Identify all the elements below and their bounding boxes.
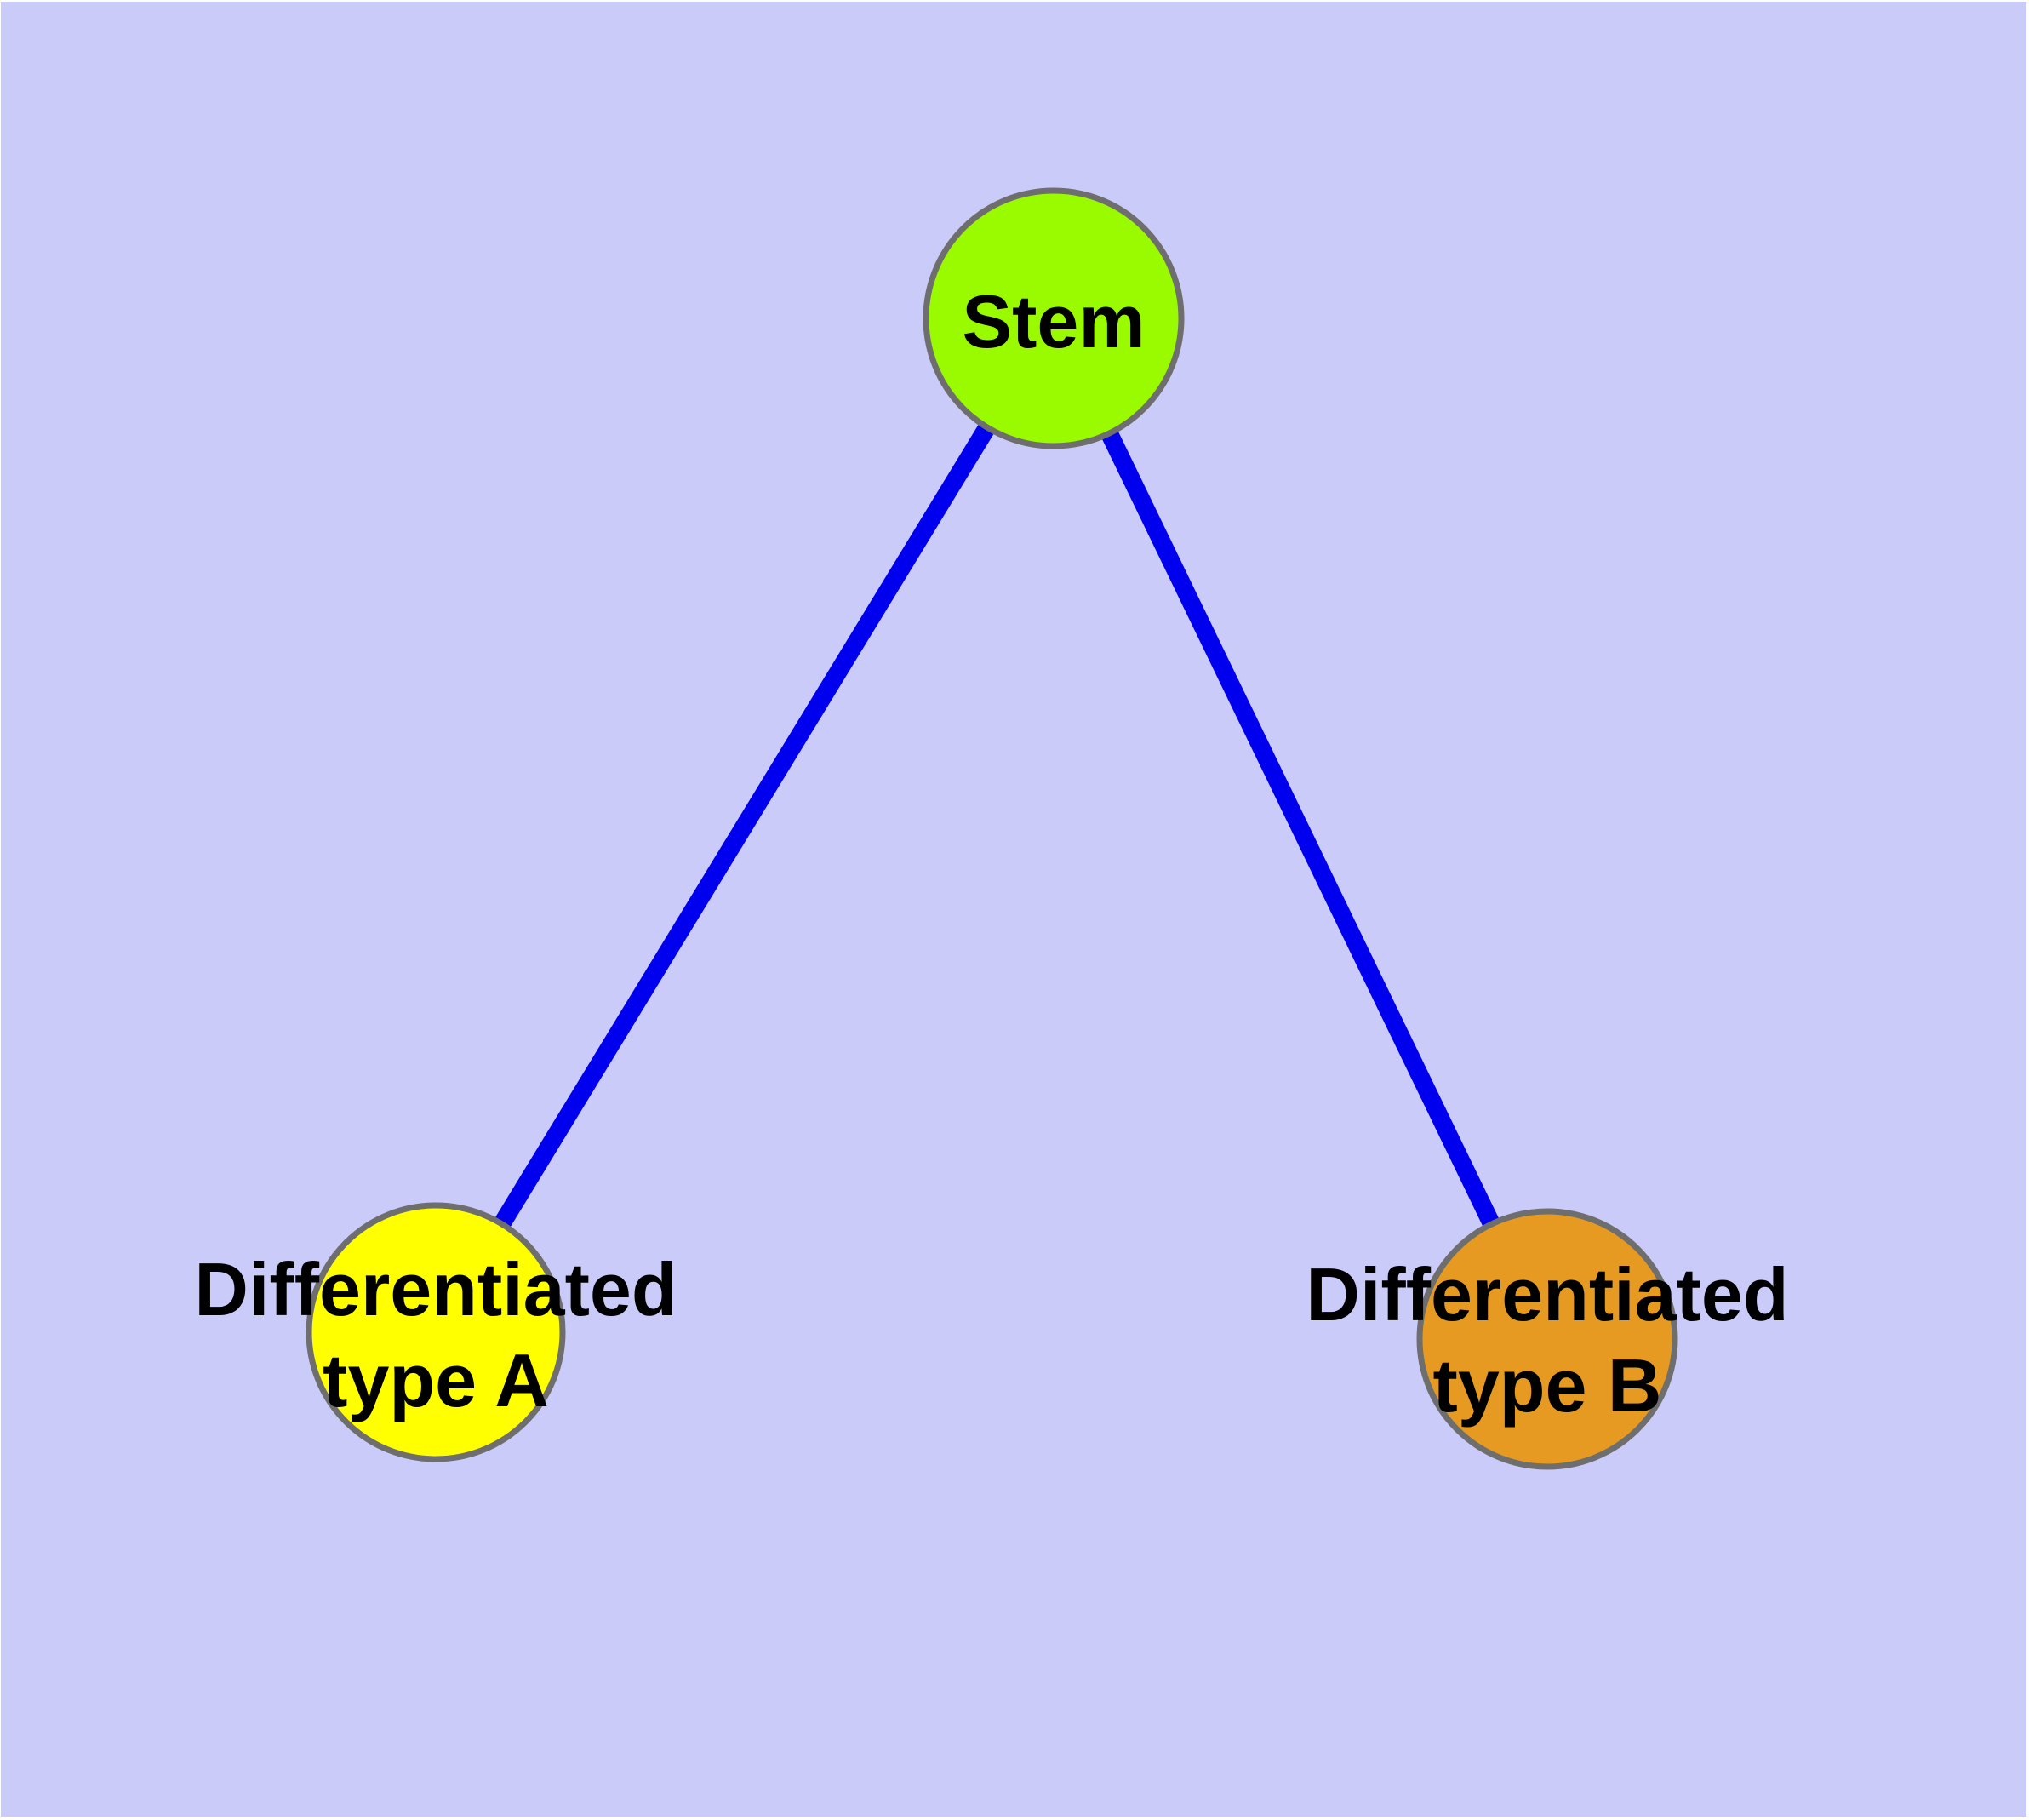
node-differentiated-type-a-label-line2: type A (323, 1338, 549, 1422)
edge-stem-to-type-b (1045, 314, 1556, 1343)
node-stem-label: Stem (962, 279, 1145, 363)
node-differentiated-type-b-label-line2: type B (1433, 1343, 1662, 1428)
node-differentiated-type-b-label-line1: Differentiated (1306, 1252, 1788, 1336)
node-stem-circle (923, 187, 1185, 449)
node-differentiated-type-b-circle (1416, 1208, 1678, 1470)
edge-stem-to-type-a (428, 313, 1061, 1337)
node-differentiated-type-a-label-line1: Differentiated (194, 1247, 677, 1331)
node-differentiated-type-a-circle (306, 1202, 566, 1462)
